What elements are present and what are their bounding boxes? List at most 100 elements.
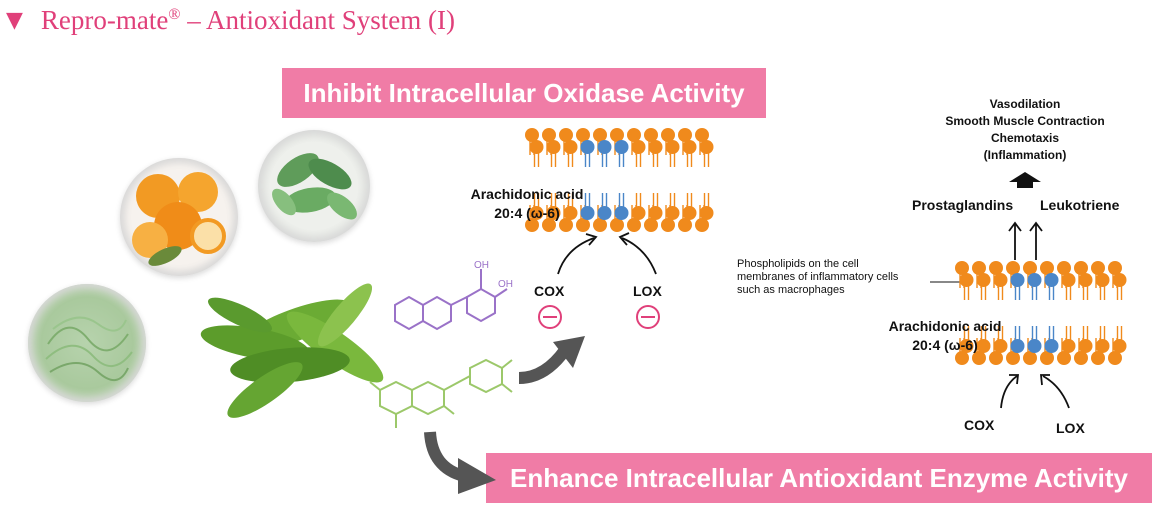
cox-label-left: COX — [534, 283, 565, 299]
arachidonic-head — [580, 206, 595, 220]
effect-smooth-muscle: Smooth Muscle Contraction — [945, 114, 1105, 128]
lipid-bilayer-left — [525, 128, 714, 232]
membrane-note: Phospholipids on the cell membranes of i… — [737, 258, 898, 297]
lox-label-right: LOX — [1056, 420, 1085, 436]
lipid-head — [610, 218, 624, 232]
lipid-head — [1108, 351, 1122, 365]
outer-leaflet — [525, 128, 714, 167]
title-rest: – Antioxidant System (I) — [180, 5, 456, 35]
lipid-head — [1112, 273, 1127, 287]
lipid-head — [678, 128, 692, 142]
lipid-head — [631, 206, 646, 220]
lipid-head — [989, 351, 1003, 365]
enzyme-arrows-right — [1000, 374, 1070, 409]
arachidonic-head — [614, 140, 629, 154]
lipid-head — [525, 218, 539, 232]
lipid-head — [993, 273, 1008, 287]
lipid-head — [1057, 351, 1071, 365]
lipid-head — [648, 206, 663, 220]
title-brand: Repro-mate — [40, 5, 169, 35]
curved-arrow-icon-up — [518, 336, 585, 384]
arachidonic-head — [1027, 273, 1042, 287]
tea-plant-icon — [272, 153, 357, 220]
lipid-head — [525, 128, 539, 142]
lipid-head — [1040, 351, 1054, 365]
tea-leaf-bubble-image — [258, 130, 370, 242]
lipid-bilayer-right — [955, 261, 1127, 365]
lipid-head — [1023, 261, 1037, 275]
lipid-head — [699, 206, 714, 220]
arachidonic-head — [1044, 273, 1059, 287]
lipid-head — [976, 273, 991, 287]
lipid-head — [593, 218, 607, 232]
inhibition-icon-lox — [636, 305, 660, 329]
lipid-head — [972, 261, 986, 275]
arachidonic-acid-formula-left: 20:4 (ω-6) — [494, 205, 560, 221]
lox-label-left: LOX — [633, 283, 662, 299]
up-arrow-icon — [1009, 172, 1041, 188]
lipid-head — [1074, 351, 1088, 365]
flavonoid-structure-green — [369, 358, 513, 428]
arachidonic-head — [580, 140, 595, 154]
lipid-head — [1091, 351, 1105, 365]
lipid-head — [529, 140, 544, 154]
lipid-head — [976, 339, 991, 353]
membrane-note-line-1: Phospholipids on the cell — [737, 258, 859, 270]
effect-vasodilation: Vasodilation — [989, 97, 1061, 111]
lipid-head — [1006, 351, 1020, 365]
lipid-head — [665, 140, 680, 154]
cox-label-right: COX — [964, 417, 995, 433]
lipid-head — [1112, 339, 1127, 353]
lipid-head — [542, 128, 556, 142]
prostaglandins-label: Prostaglandins — [912, 197, 1014, 213]
lipid-head — [529, 206, 544, 220]
lipid-head — [1040, 261, 1054, 275]
registered-mark: ® — [168, 6, 181, 23]
arachidonic-acid-label-left: Arachidonic acid — [470, 186, 584, 202]
flavonoid-structure-purple — [394, 269, 508, 331]
tea-leaves-image — [200, 283, 384, 418]
lipid-head — [542, 218, 556, 232]
oranges-icon — [132, 172, 226, 266]
lipid-head — [559, 128, 573, 142]
lipid-head — [1006, 261, 1020, 275]
inhibition-icon-cox — [538, 305, 562, 329]
lipid-head — [546, 140, 561, 154]
lipid-head — [1091, 261, 1105, 275]
lipid-head — [610, 128, 624, 142]
membrane-note-line-2: membranes of inflammatory cells — [737, 271, 899, 283]
banner-enhance-antioxidant: Enhance Intracellular Antioxidant Enzyme… — [486, 453, 1152, 503]
lipid-head — [955, 351, 969, 365]
lipid-head — [546, 206, 561, 220]
lipid-head — [972, 351, 986, 365]
arachidonic-head — [1027, 339, 1042, 353]
leukotriene-label: Leukotriene — [1040, 197, 1120, 213]
lipid-head — [563, 206, 578, 220]
orange-bubble-image — [120, 158, 238, 276]
lipid-head — [699, 140, 714, 154]
lipid-head — [1095, 273, 1110, 287]
outer-leaflet — [955, 261, 1127, 300]
membrane-note-line-3: such as macrophages — [737, 284, 845, 296]
enzyme-arrows-left — [557, 232, 657, 275]
lipid-head — [682, 140, 697, 154]
lipid-head — [682, 206, 697, 220]
lipid-head — [678, 218, 692, 232]
product-arrows — [1008, 221, 1043, 260]
lipid-head — [1061, 339, 1076, 353]
arachidonic-head — [614, 206, 629, 220]
hydroxyl-label-1: OH — [474, 260, 489, 271]
lipid-head — [1061, 273, 1076, 287]
effects-list: Vasodilation Smooth Muscle Contraction C… — [915, 96, 1135, 164]
banner-inhibit-oxidase: Inhibit Intracellular Oxidase Activity — [282, 68, 766, 118]
lipid-head — [1095, 339, 1110, 353]
inner-leaflet — [955, 326, 1127, 365]
lipid-head — [661, 218, 675, 232]
lipid-head — [993, 339, 1008, 353]
inner-leaflet — [525, 193, 714, 232]
arachidonic-acid-formula-right: 20:4 (ω-6) — [912, 337, 978, 353]
lipid-head — [959, 339, 974, 353]
lipid-head — [955, 261, 969, 275]
effect-inflammation: (Inflammation) — [983, 148, 1067, 162]
curved-arrow-icon-down — [424, 431, 496, 494]
